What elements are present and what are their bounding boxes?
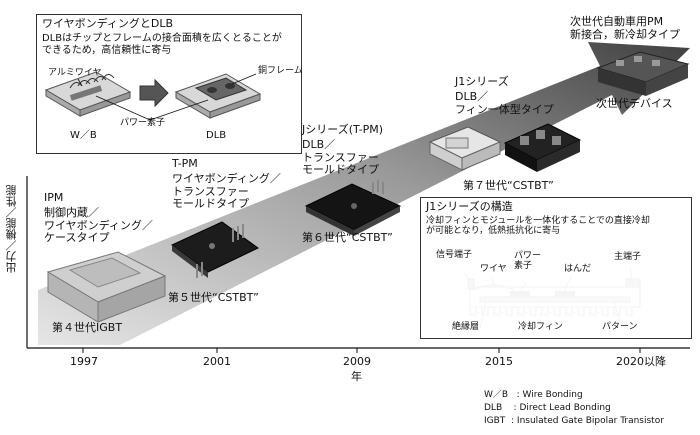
label-j1-wire: ワイヤ [480,264,507,274]
ipm-module-image [46,251,167,323]
year-1997: 1997 [70,355,98,368]
label-wb: W／B [70,130,97,141]
j1-title: J1シリーズ [455,75,509,88]
wirebond-illustration [44,71,132,117]
year-2001: 2001 [203,355,231,368]
label-signal-terminal: 信号端子 [436,250,473,260]
label-main-terminal: 主端子 [614,252,642,262]
jseries-desc: DLB／ トランスファー モールドタイプ [302,138,379,177]
tpm-desc: ワイヤボンディング／ トランスファー モールドタイプ [172,172,281,211]
j1-module-image-a [428,126,502,171]
label-cooling-fin: 冷却フィン [518,322,563,332]
legend-wb: W／B : Wire Bonding [484,390,583,400]
dlb-info-box [36,14,302,154]
callout-line-frame [231,73,257,85]
label-insulation: 絶縁層 [452,322,480,332]
label-pattern: パターン [602,322,638,332]
legend-dlb: DLB : Direct Lead Bonding [484,403,611,413]
ipm-title: IPM [44,191,64,204]
j1-module-image-b [503,123,582,172]
nextgen-generation: 次世代デバイス [596,97,673,110]
legend-igbt: IGBT : Insulated Gate Bipolar Transistor [484,416,664,426]
j1-box-desc: 冷却フィンとモジュールを一体化することでの直接冷却 が可能となり，低熱抵抗化に寄… [426,216,650,237]
tpm-title: T-PM [172,157,198,170]
callout-line-power-a [95,95,151,121]
label-dlb: DLB [206,130,227,141]
nextgen-module-image [596,51,690,96]
tpm-generation: 第５世代“CSTBT” [168,291,259,304]
jseries-title: Jシリーズ(T-PM) [302,123,384,136]
x-axis-title: 年 [351,370,362,383]
label-power-element: パワー素子 [120,118,166,128]
process-arrow [139,78,169,108]
dlb-box-desc: DLBはチップとフレームの接合面積を広くとることが できるため，高信頼性に寄与 [42,33,282,56]
label-copper-frame: 銅フレーム [258,66,303,76]
nextgen-title: 次世代自動車用PM 新接合，新冷却タイプ [570,15,680,41]
ipm-desc: 制御内蔵／ ワイヤボンディング／ ケースタイプ [44,206,153,245]
j1-structure-box [420,197,692,339]
y-axis-label: 出力／機能／性能 [5,185,18,273]
label-solder: はんだ [564,264,592,274]
label-aluminum-wire: アルミワイヤ [48,68,102,78]
j1-desc: DLB／ フィン一体型タイプ [455,90,554,116]
jseries-generation: 第６世代“CSTBT” [302,231,393,244]
callout-line-wire [77,78,83,87]
year-2020: 2020以降 [616,355,666,368]
label-j1-power: パワー 素子 [514,251,542,272]
j1-generation: 第７世代“CSTBT” [463,179,554,192]
dlb-box-title: ワイヤボンディングとDLB [42,17,174,30]
year-2015: 2015 [485,355,513,368]
j1-box-title: J1シリーズの構造 [426,200,513,213]
callout-line-power-b [149,99,209,121]
tpm-module-image [171,221,259,278]
year-2009: 2009 [343,355,371,368]
jseries-module-image [304,180,402,236]
ipm-generation: 第４世代IGBT [52,321,123,334]
